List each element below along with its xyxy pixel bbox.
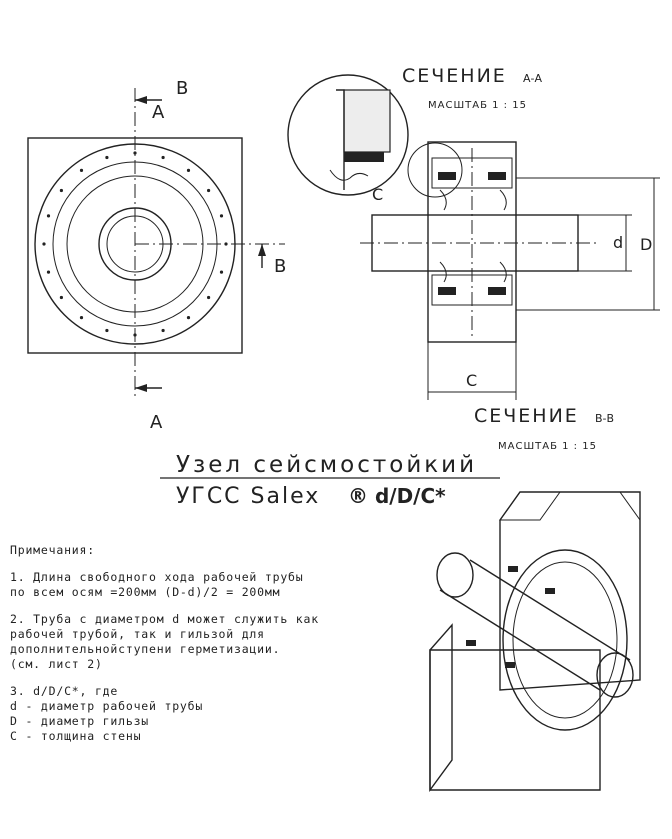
section-label-b-top: В <box>176 78 188 99</box>
wall-section <box>427 141 517 343</box>
detail-circle <box>287 74 409 196</box>
note-line: С - толщина стены <box>10 729 142 743</box>
section-bb-view: d D C <box>360 141 660 400</box>
bolt-hole <box>42 242 46 246</box>
product-line2-prefix: УГСС Salex <box>176 484 320 509</box>
detail-concrete <box>343 89 391 153</box>
bolt-hole <box>46 270 51 274</box>
bolt-hole <box>161 155 165 160</box>
bolt-hole <box>186 168 191 172</box>
section-bb-scale: МАСШТАБ 1 : 15 <box>498 441 597 452</box>
bolt-hole <box>219 214 224 218</box>
section-aa-scale: МАСШТАБ 1 : 15 <box>428 100 527 111</box>
note-line: D - диаметр гильзы <box>10 714 150 728</box>
product-line1: Узел сейсмостойкий <box>176 452 477 478</box>
bolt-hole <box>79 168 84 172</box>
bolt-hole <box>207 188 211 193</box>
dim-label-d: d <box>613 233 623 252</box>
section-aa-heading: СЕЧЕНИЕ А-А МАСШТАБ 1 : 15 <box>402 65 542 111</box>
dim-label-C: C <box>466 371 477 390</box>
bolt-holes <box>42 151 228 337</box>
section-label-a-bottom: А <box>150 412 163 433</box>
detail-seal <box>344 152 384 162</box>
isometric-view <box>429 491 641 793</box>
note-line: 3. d/D/C*, где <box>10 684 119 698</box>
iso-pipe <box>439 559 631 691</box>
bolt-hole <box>59 188 64 193</box>
note-line: 1. Длина свободного хода рабочей трубы <box>10 570 304 584</box>
notes-heading: Примечания: <box>10 543 95 557</box>
bolt-hole <box>219 270 224 274</box>
note-line: 2. Труба с диаметром d может служить как <box>10 612 319 626</box>
section-bb-heading: СЕЧЕНИЕ В-В МАСШТАБ 1 : 15 <box>474 405 614 452</box>
section-label-b-right: В <box>274 256 286 277</box>
section-bb-title: СЕЧЕНИЕ <box>474 405 579 427</box>
note-line: дополнительнойступени герметизации. <box>10 642 281 656</box>
iso-wall-lower <box>429 649 601 791</box>
note-line: по всем осям =200мм (D-d)/2 = 200мм <box>10 585 281 599</box>
notes-block: Примечания: 1. Длина свободного хода раб… <box>10 543 380 744</box>
section-aa-suffix: А-А <box>523 72 542 85</box>
bolt-hole <box>59 295 64 300</box>
bolt-hole <box>133 151 137 155</box>
front-view: А А В В <box>27 78 286 433</box>
detail-label-c: С <box>372 185 383 204</box>
bolt-hole <box>186 316 191 320</box>
note-line: рабочей трубой, так и гильзой для <box>10 627 265 641</box>
bolt-hole <box>207 295 211 300</box>
detail-callout-circle <box>407 142 463 198</box>
dim-label-D: D <box>640 235 652 254</box>
bolt-hole <box>79 316 84 320</box>
product-title: Узел сейсмостойкий УГСС Salex ® d/D/C* <box>160 452 500 509</box>
product-line2-suffix: ® d/D/C* <box>348 484 446 508</box>
note-line: (см. лист 2) <box>10 657 103 671</box>
note-line: d - диаметр рабочей трубы <box>10 699 204 713</box>
iso-sleeve-opening <box>502 549 628 731</box>
bolt-hole <box>161 328 165 333</box>
bolt-hole <box>105 155 109 160</box>
bolt-hole <box>105 328 109 333</box>
section-bb-suffix: В-В <box>595 412 614 425</box>
iso-wall-upper <box>499 491 641 691</box>
detail-c-view: С <box>287 74 463 204</box>
section-label-a-top: А <box>152 102 165 123</box>
section-aa-title: СЕЧЕНИЕ <box>402 65 507 87</box>
bolt-hole <box>46 214 51 218</box>
